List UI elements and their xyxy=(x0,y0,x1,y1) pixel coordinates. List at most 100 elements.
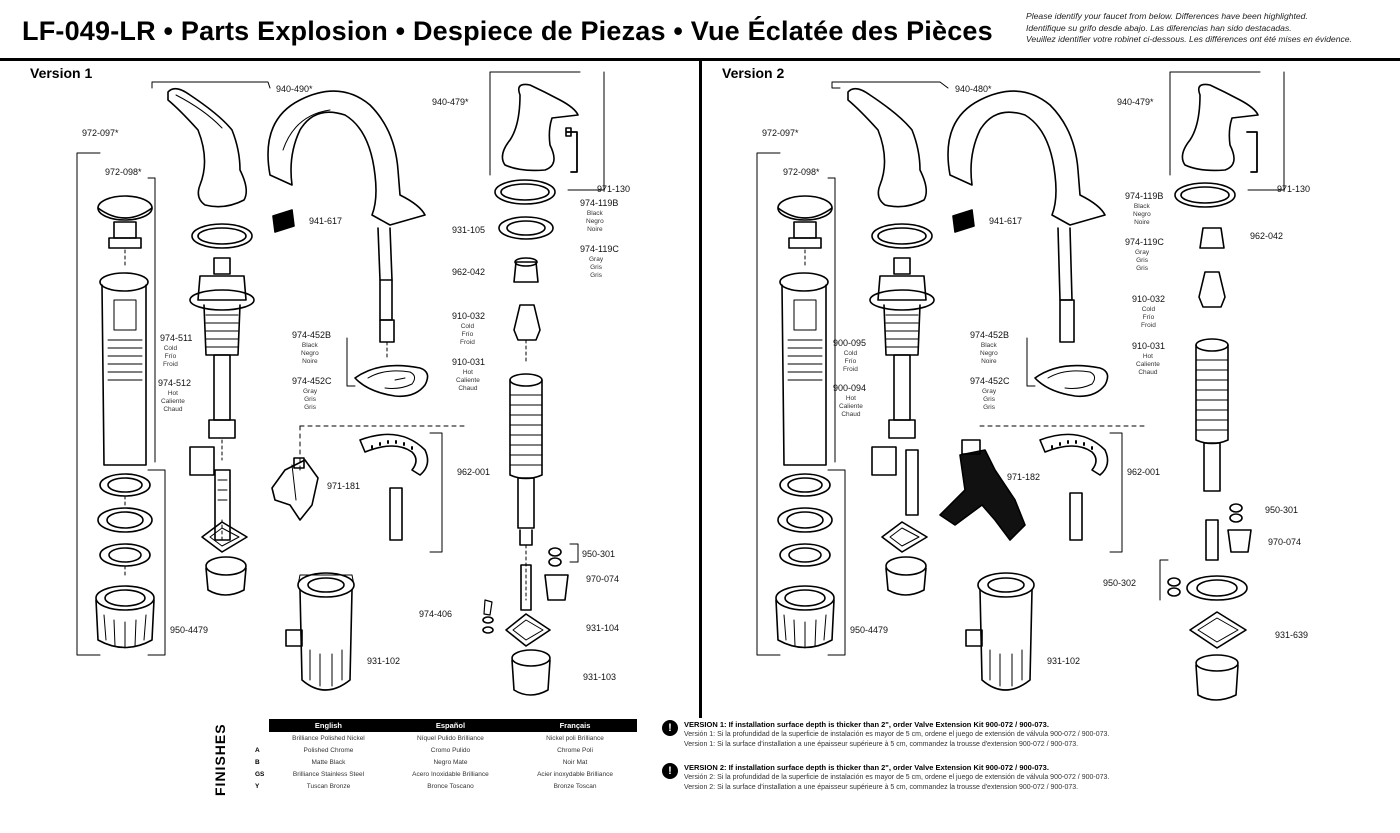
part-label: 974-452B xyxy=(292,330,332,340)
part-label: 971-130 xyxy=(1277,184,1311,194)
part-label: 962-042 xyxy=(1250,231,1284,241)
part-label: 974-119C xyxy=(1125,237,1164,247)
v2-bracket-972-097 xyxy=(756,152,781,656)
part-label: 931-103 xyxy=(583,672,617,682)
part-label: 962-001 xyxy=(457,467,491,477)
note-line: Veuillez identifier votre robinet ci-des… xyxy=(1026,34,1352,44)
part-label: 950-301 xyxy=(582,549,616,559)
note-line: Identifique su grifo desde abajo. Las di… xyxy=(1026,22,1292,33)
spout xyxy=(267,90,426,226)
part-label: 974-119B xyxy=(580,198,619,208)
part-label: 900-095 xyxy=(833,338,867,348)
bracket-972-097 xyxy=(76,152,101,656)
finishes-col-espanol: Español xyxy=(387,719,514,732)
part-label: 972-097* xyxy=(762,128,799,138)
part-label: 931-104 xyxy=(586,623,620,633)
part-label: 950-302 xyxy=(1103,578,1137,588)
part-label: 910-031 xyxy=(1132,341,1166,351)
right-stem xyxy=(520,564,532,611)
note-line: Versión 1: Si la profundidad de la super… xyxy=(684,731,1110,738)
identify-note: Please identify your faucet from below. … xyxy=(1026,11,1392,46)
part-label: 941-617 xyxy=(309,216,343,226)
finishes-label: FINISHES xyxy=(212,723,228,796)
part-label: 962-001 xyxy=(1127,467,1161,477)
part-label: 940-479* xyxy=(1117,97,1154,107)
valve-body xyxy=(299,589,353,691)
version2-note: ! VERSION 2: If installation surface dep… xyxy=(662,763,1182,797)
v2-tee-connector xyxy=(939,449,1026,541)
part-label: 931-102 xyxy=(1047,656,1081,666)
part-label: 974-511 xyxy=(160,333,193,343)
v2-mounting-ring xyxy=(1039,433,1109,476)
v2-drain-stopper xyxy=(777,195,833,221)
part-label: 970-074 xyxy=(586,574,620,584)
part-label: 972-098* xyxy=(783,167,820,177)
part-label: 950-4479 xyxy=(170,625,209,635)
drain-flange xyxy=(99,272,149,292)
note-heading: VERSION 1: If installation surface depth… xyxy=(684,720,1049,729)
version1-note: ! VERSION 1: If installation surface dep… xyxy=(662,720,1182,754)
part-label: 931-639 xyxy=(1275,630,1309,640)
right-mount-plate xyxy=(505,613,551,647)
right-nut xyxy=(544,574,569,601)
finishes-table: English Español Français Brilliance Poli… xyxy=(253,719,637,792)
page-title: LF-049-LR • Parts Explosion • Despiece d… xyxy=(22,16,993,46)
version-divider xyxy=(699,61,702,718)
warning-icon: ! xyxy=(662,763,678,779)
part-label: 970-074 xyxy=(1268,537,1302,547)
drain-stopper xyxy=(97,195,153,221)
part-label: 931-105 xyxy=(452,225,486,235)
finishes-col-francais: Français xyxy=(513,719,637,732)
note-line: Version 2: Si la surface d'installation … xyxy=(684,784,1079,791)
aerator xyxy=(272,209,295,233)
part-label: 910-032 xyxy=(452,311,486,321)
finishes-header-row: English Español Français xyxy=(253,719,637,732)
right-cartridge xyxy=(513,304,541,341)
version1-artwork xyxy=(76,71,605,696)
part-label: 910-032 xyxy=(1132,294,1166,304)
header-divider xyxy=(0,58,1400,61)
part-label: 971-182 xyxy=(1007,472,1041,482)
version2-label: Version 2 xyxy=(722,65,785,81)
warning-icon: ! xyxy=(662,720,678,736)
part-label: 974-452C xyxy=(970,376,1010,386)
left-handle xyxy=(167,87,248,208)
spout-shank xyxy=(377,227,393,281)
note-line: Version 1: Si la surface d'installation … xyxy=(684,741,1079,748)
part-label: 974-452C xyxy=(292,376,332,386)
v2-left-handle xyxy=(847,87,928,208)
left-mount-plate xyxy=(201,521,248,553)
part-label: 972-097* xyxy=(82,128,119,138)
right-handle xyxy=(501,83,579,172)
part-label: 972-098* xyxy=(105,167,142,177)
part-label: 910-031 xyxy=(452,357,486,367)
note-line: Please identify your faucet from below. … xyxy=(1026,11,1308,21)
part-label: 971-181 xyxy=(327,481,361,491)
part-label: 940-490* xyxy=(276,84,313,94)
part-label: 974-406 xyxy=(419,609,453,619)
version2-artwork xyxy=(756,71,1285,701)
part-label: 950-301 xyxy=(1265,505,1299,515)
version1-label: Version 1 xyxy=(30,65,93,81)
part-label: 940-479* xyxy=(432,97,469,107)
bracket-950-4479 xyxy=(147,469,166,656)
v2-right-handle xyxy=(1181,83,1259,172)
left-cartridge-stem xyxy=(213,257,231,275)
v2-aerator xyxy=(952,209,975,233)
